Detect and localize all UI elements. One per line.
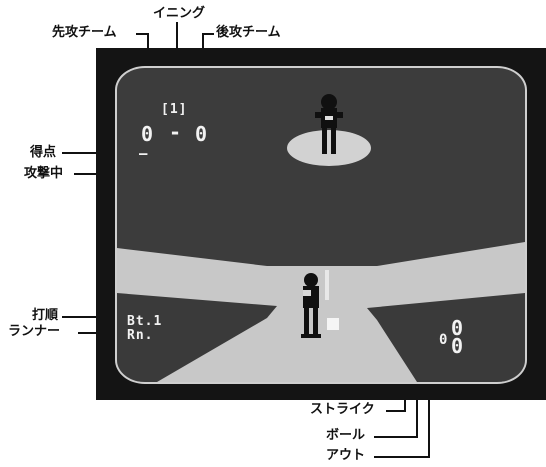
visitor-score: 0 xyxy=(141,122,154,146)
home-team-leader-h xyxy=(202,33,214,35)
strike-leader-h xyxy=(386,410,404,412)
score-callout: 得点 xyxy=(30,145,57,160)
pitcher-sprite xyxy=(315,94,343,154)
attacking-marker: — xyxy=(139,146,149,162)
home-team-callout: 後攻チーム xyxy=(216,25,281,40)
score-separator: - xyxy=(169,120,182,144)
pitchers-mound xyxy=(287,130,371,166)
ball-count: 0 xyxy=(439,332,448,348)
inning-callout: イニング xyxy=(153,6,206,21)
home-score: 0 xyxy=(195,122,208,146)
out-callout: アウト xyxy=(326,448,366,463)
batter-display: Bt.1 xyxy=(127,314,163,329)
runner-display: Rn. xyxy=(127,328,154,343)
out-leader-v xyxy=(428,350,430,458)
right-foul-strip xyxy=(367,293,525,382)
game-screen: [1] 0 - 0 — Bt.1 Rn. 0 0 0 xyxy=(115,66,527,384)
strike-callout: ストライク xyxy=(310,402,375,417)
out-leader-h xyxy=(374,456,430,458)
batting-order-callout: 打順 xyxy=(32,308,59,323)
baseball-field xyxy=(117,94,525,382)
batter-sprite xyxy=(301,270,329,338)
strike-count: 0 xyxy=(451,316,464,340)
out-count: 0 xyxy=(451,334,464,358)
left-foul-strip xyxy=(117,293,277,382)
visitor-team-leader-h xyxy=(136,33,148,35)
batting-order-leader xyxy=(62,316,114,318)
runner-callout: ランナー xyxy=(8,324,61,339)
ball-leader-h xyxy=(374,436,416,438)
tv-frame: [1] 0 - 0 — Bt.1 Rn. 0 0 0 xyxy=(96,48,546,400)
inning-display: [1] xyxy=(161,102,188,117)
visitor-team-callout: 先攻チーム xyxy=(52,25,117,40)
attacking-callout: 攻撃中 xyxy=(24,166,64,181)
home-plate xyxy=(327,318,339,330)
ball-callout: ボール xyxy=(326,428,366,443)
